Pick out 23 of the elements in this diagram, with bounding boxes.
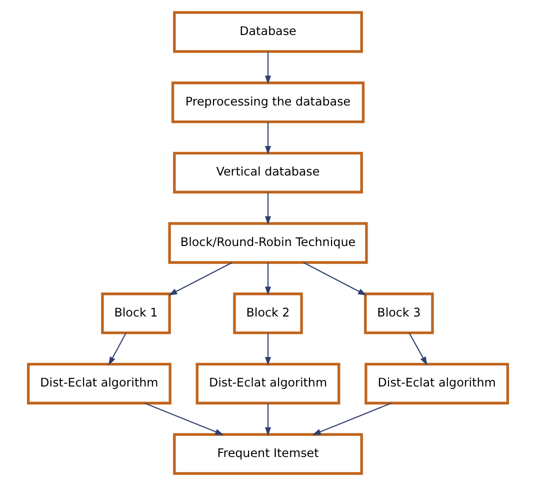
arrow bbox=[264, 333, 271, 366]
node-box: Dist-Eclat algorithm bbox=[364, 362, 509, 404]
arrow bbox=[312, 402, 391, 436]
node-box: Frequent Itemset bbox=[172, 433, 362, 475]
node-box: Block 1 bbox=[100, 292, 170, 334]
arrow bbox=[408, 332, 427, 366]
node-box: Block 3 bbox=[364, 292, 434, 334]
node-box: Dist-Eclat algorithm bbox=[26, 362, 171, 404]
arrow bbox=[264, 122, 271, 155]
arrow bbox=[108, 332, 126, 366]
node-box: Preprocessing the database bbox=[170, 82, 364, 124]
arrow bbox=[302, 262, 366, 296]
arrow bbox=[168, 262, 232, 296]
node-box: Block 2 bbox=[232, 292, 302, 334]
arrow bbox=[264, 262, 271, 296]
node-box: Vertical database bbox=[172, 152, 362, 194]
arrow bbox=[264, 52, 271, 84]
arrow bbox=[264, 403, 271, 436]
node-box: Database bbox=[172, 11, 362, 53]
node-box: Dist-Eclat algorithm bbox=[195, 362, 340, 404]
arrow bbox=[144, 402, 224, 436]
arrow bbox=[264, 192, 271, 225]
node-box: Block/Round-Robin Technique bbox=[168, 222, 368, 264]
